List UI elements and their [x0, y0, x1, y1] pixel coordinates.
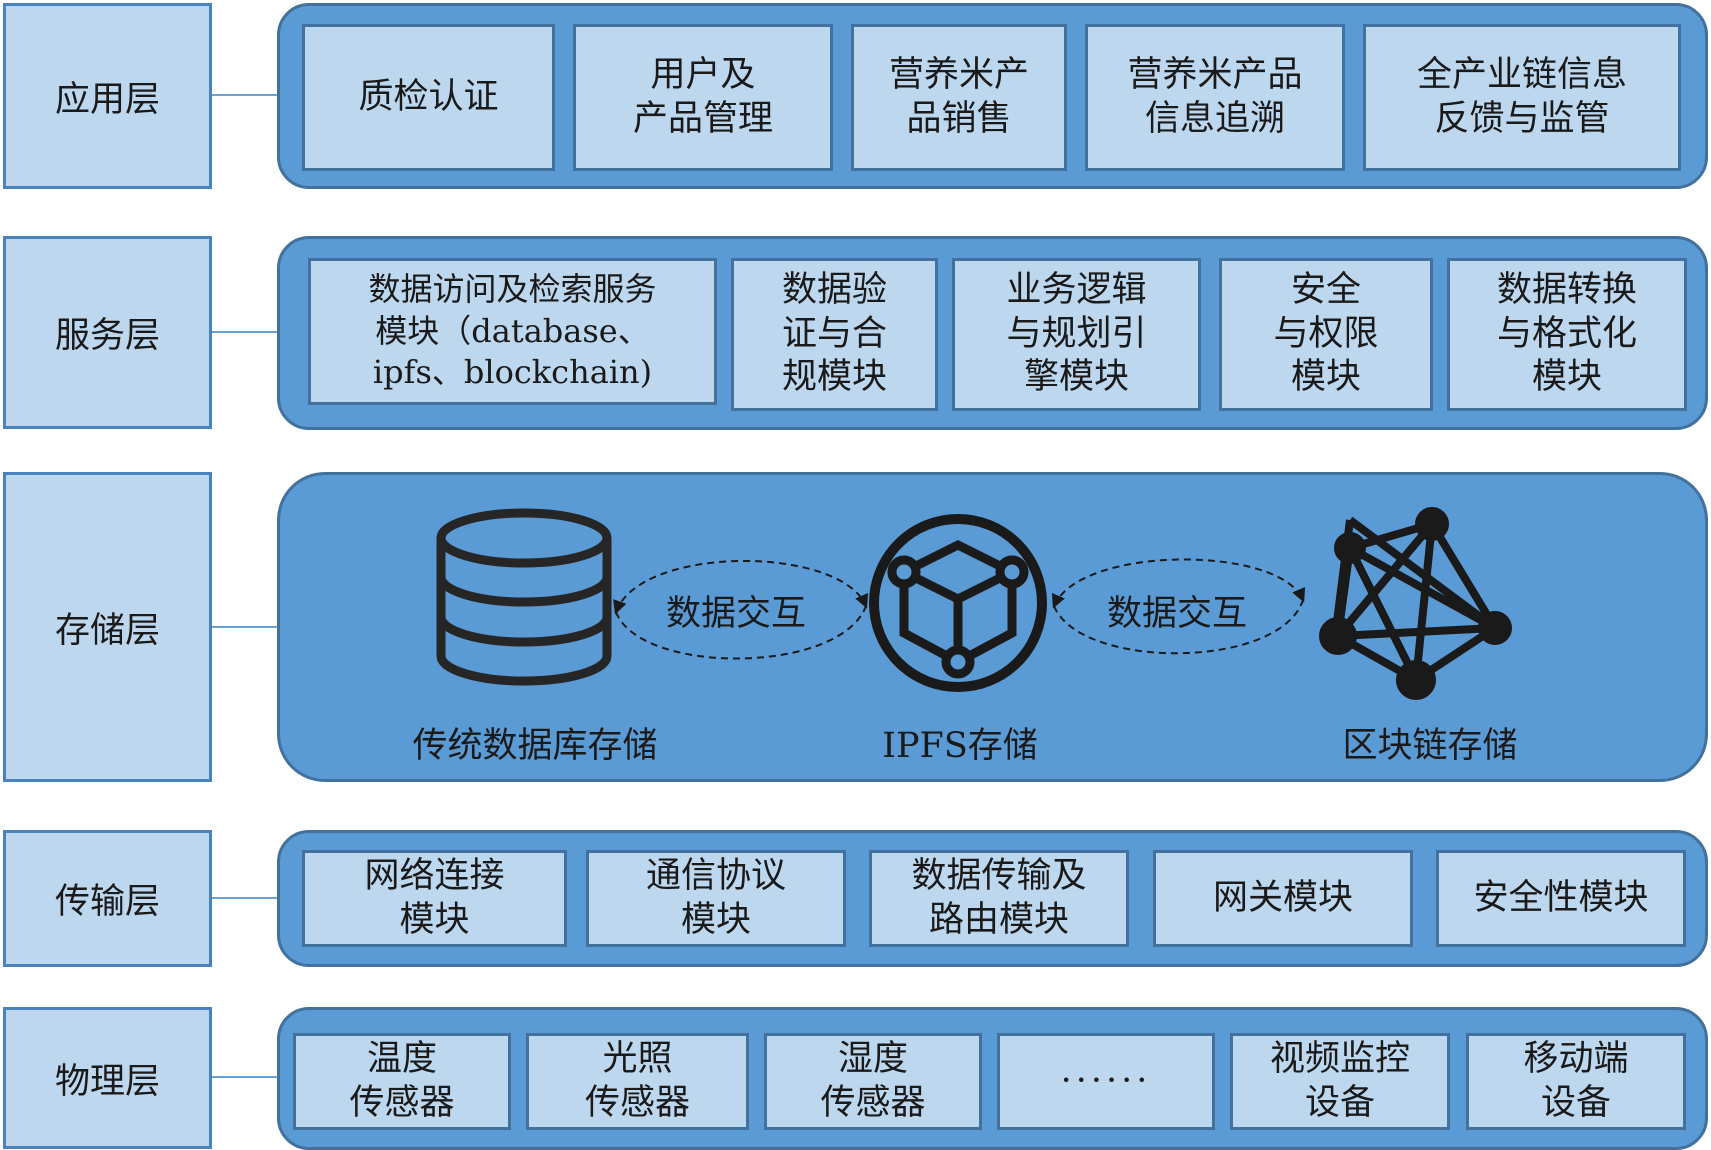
panel-physical: 温度 传感器 光照 传感器 湿度 传感器 ······ 视频监控 设备 移动端 … [277, 1007, 1708, 1150]
module-communication-protocol: 通信协议 模块 [586, 850, 846, 947]
exchange-label-left: 数据交互 [666, 594, 807, 634]
exchange-arrows-left [613, 560, 869, 660]
module-quality-certification: 质检认证 [302, 24, 555, 171]
panel-transport: 网络连接 模块 通信协议 模块 数据传输及 路由模块 网关模块 安全性模块 [277, 830, 1708, 967]
module-more-devices: ······ [997, 1033, 1215, 1130]
module-humidity-sensor: 湿度 传感器 [764, 1033, 982, 1130]
module-data-access-retrieval: 数据访问及检索服务 模块（database、 ipfs、blockchain) [308, 258, 717, 405]
connector-physical [212, 1076, 277, 1078]
layer-label-physical: 物理层 [3, 1007, 212, 1149]
layer-label-storage: 存储层 [3, 472, 212, 782]
module-security: 安全性模块 [1436, 850, 1686, 947]
connector-application [212, 94, 277, 96]
module-temperature-sensor: 温度 传感器 [293, 1033, 511, 1130]
exchange-label-right: 数据交互 [1107, 594, 1248, 634]
panel-service: 数据访问及检索服务 模块（database、 ipfs、blockchain) … [277, 236, 1708, 430]
module-user-product-management: 用户及 产品管理 [573, 24, 833, 171]
caption-blockchain: 区块链存储 [1342, 726, 1518, 766]
connector-service [212, 331, 277, 333]
module-rice-sales: 营养米产 品销售 [851, 24, 1067, 171]
layer-label-service: 服务层 [3, 236, 212, 429]
module-mobile-device: 移动端 设备 [1466, 1033, 1686, 1130]
module-security-permission: 安全 与权限 模块 [1219, 258, 1433, 411]
module-rice-traceability: 营养米产品 信息追溯 [1085, 24, 1345, 171]
connector-transport [212, 897, 277, 899]
module-business-logic-engine: 业务逻辑 与规划引 擎模块 [952, 258, 1201, 411]
layer-label-transport: 传输层 [3, 830, 212, 967]
module-chain-feedback-supervision: 全产业链信息 反馈与监管 [1363, 24, 1681, 171]
caption-traditional-db: 传统数据库存储 [412, 726, 658, 766]
module-gateway: 网关模块 [1153, 850, 1413, 947]
module-video-monitoring: 视频监控 设备 [1230, 1033, 1450, 1130]
module-light-sensor: 光照 传感器 [526, 1033, 749, 1130]
exchange-arrows-right [1051, 558, 1306, 655]
module-data-transformation: 数据转换 与格式化 模块 [1447, 258, 1687, 411]
connector-storage [212, 626, 277, 628]
database-icon [436, 508, 612, 686]
layer-label-application: 应用层 [3, 3, 212, 189]
module-data-transfer-routing: 数据传输及 路由模块 [869, 850, 1129, 947]
blockchain-network-icon [1319, 507, 1512, 700]
module-data-validation-compliance: 数据验 证与合 规模块 [731, 258, 938, 411]
caption-ipfs: IPFS存储 [882, 726, 1038, 766]
module-network-connection: 网络连接 模块 [302, 850, 567, 947]
ipfs-cube-icon [869, 514, 1047, 692]
panel-application: 质检认证 用户及 产品管理 营养米产 品销售 营养米产品 信息追溯 全产业链信息… [277, 3, 1708, 189]
